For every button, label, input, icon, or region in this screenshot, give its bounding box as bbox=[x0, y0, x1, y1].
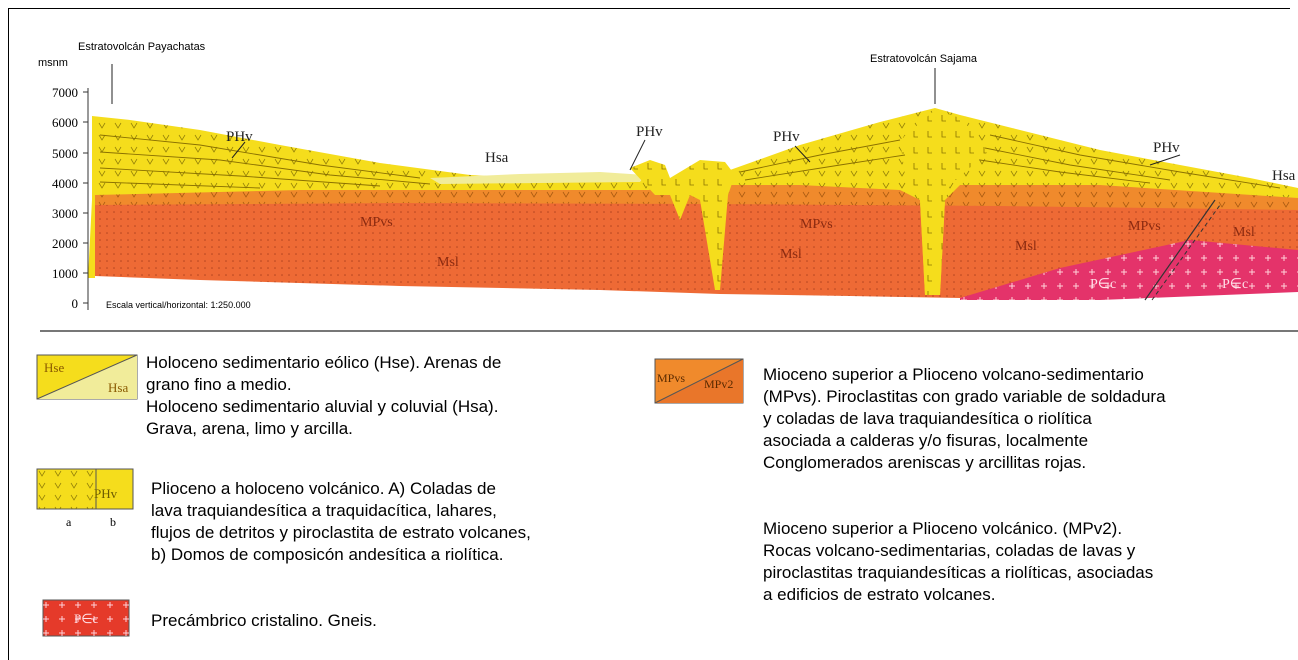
legend-text-mpv2: Mioceno superior a Plioceno volcánico. (… bbox=[763, 518, 1153, 606]
unit-label-phv: PHv bbox=[773, 129, 800, 145]
y-tick: 0 bbox=[72, 296, 79, 311]
geologic-cross-section: 7000 6000 5000 4000 3000 2000 1000 0 msn… bbox=[0, 0, 1298, 330]
legend-text-mpvs: Mioceno superior a Plioceno volcano-sedi… bbox=[763, 364, 1166, 474]
unit-label-phv: PHv bbox=[226, 129, 253, 145]
unit-label-pec: P∈c bbox=[1090, 277, 1116, 292]
unit-label-msl: Msl bbox=[1233, 225, 1255, 240]
divider bbox=[40, 330, 1298, 332]
scale-text: Escala vertical/horizontal: 1:250.000 bbox=[106, 300, 251, 310]
swatch-label: P∈c bbox=[74, 611, 99, 626]
volcano-label-sajama: Estratovolcán Sajama bbox=[870, 53, 978, 65]
y-tick: 3000 bbox=[52, 206, 78, 221]
unit-label-msl: Msl bbox=[437, 255, 459, 270]
legend-text-phv: Plioceno a holoceno volcánico. A) Colada… bbox=[151, 478, 531, 566]
unit-label-phv: PHv bbox=[1153, 140, 1180, 156]
y-tick: 1000 bbox=[52, 266, 78, 281]
legend-swatch-mpvs: MPvs MPv2 bbox=[654, 358, 746, 406]
y-tick: 6000 bbox=[52, 115, 78, 130]
y-tick: 5000 bbox=[52, 146, 78, 161]
unit-label-hsa: Hsa bbox=[485, 150, 509, 166]
unit-label-msl: Msl bbox=[780, 247, 802, 262]
hsa-unit bbox=[430, 172, 645, 184]
unit-label-msl: Msl bbox=[1015, 239, 1037, 254]
legend-swatch-hse: Hse Hsa bbox=[36, 354, 138, 400]
axis-unit: msnm bbox=[38, 57, 68, 69]
unit-label-pec: P∈c bbox=[1222, 277, 1248, 292]
swatch-label: Hse bbox=[44, 360, 64, 375]
y-tick: 4000 bbox=[52, 176, 78, 191]
legend-text-pec: Precámbrico cristalino. Gneis. bbox=[151, 610, 377, 632]
swatch-label: MPvs bbox=[657, 371, 685, 385]
unit-label-mpvs: MPvs bbox=[1128, 219, 1161, 234]
y-tick: 7000 bbox=[52, 85, 78, 100]
swatch-sublabel: a bbox=[66, 515, 72, 529]
unit-label-mpvs: MPvs bbox=[360, 215, 393, 230]
unit-label-hsa: Hsa bbox=[1272, 168, 1296, 184]
unit-label-phv: PHv bbox=[636, 124, 663, 140]
swatch-label: PHv bbox=[94, 486, 118, 501]
volcano-label-payachatas: Estratovolcán Payachatas bbox=[78, 41, 206, 53]
swatch-label: MPv2 bbox=[704, 377, 733, 391]
swatch-label: Hsa bbox=[108, 380, 128, 395]
swatch-sublabel: b bbox=[110, 515, 116, 529]
unit-label-mpvs: MPvs bbox=[800, 217, 833, 232]
legend-swatch-pec: P∈c bbox=[42, 599, 132, 639]
legend-swatch-phv: PHv a b bbox=[36, 468, 138, 530]
legend-text-hse: Holoceno sedimentario eólico (Hse). Aren… bbox=[146, 352, 501, 440]
y-tick: 2000 bbox=[52, 236, 78, 251]
